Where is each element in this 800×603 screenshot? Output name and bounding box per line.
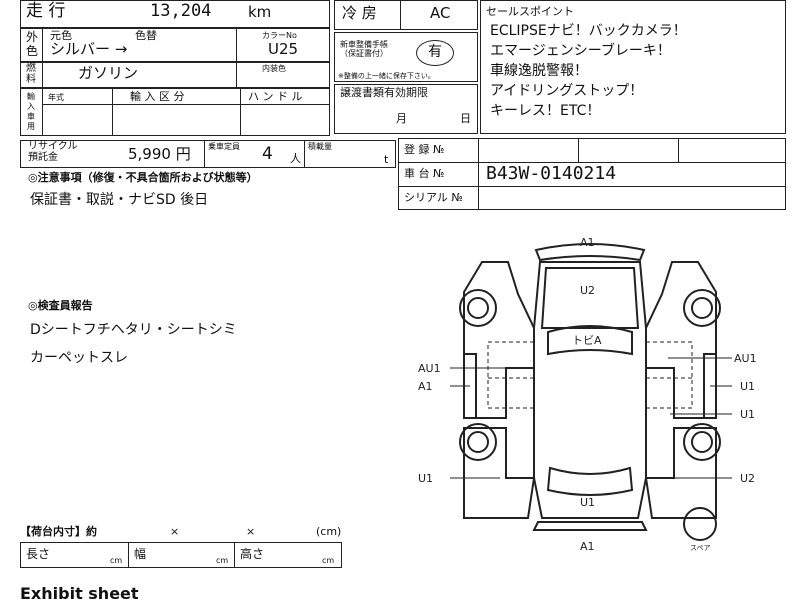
- inspector-line-1: Dシートフチヘタリ・シートシミ: [30, 322, 237, 338]
- label-hood: U2: [580, 284, 595, 297]
- import-row: [20, 88, 330, 136]
- hood-shape: [540, 267, 640, 329]
- mileage-label: 走 行: [26, 1, 66, 21]
- label-right-door-rear: U1: [740, 408, 755, 421]
- label-left-front-upper: AU1: [418, 362, 441, 375]
- load-unit: t: [384, 153, 389, 166]
- import-category-label: 輸 入 区 分: [130, 90, 185, 103]
- label-roof: トビA: [572, 334, 602, 347]
- chassis-value: B43W-0140214: [486, 163, 617, 184]
- transfer-label: 譲渡書類有効期限: [340, 86, 428, 99]
- rear-bumper-shape: [532, 521, 648, 531]
- right-front-panel: [645, 261, 717, 419]
- serial-label: シリアル №: [404, 191, 463, 204]
- sales-point-3: 車線逸脱警報！: [490, 63, 588, 79]
- manual-label: 新車整備手帳 （保証書付）: [340, 40, 388, 58]
- label-left-rear: U1: [418, 472, 433, 485]
- sales-points-box: [480, 0, 786, 134]
- day-label: 日: [460, 112, 471, 125]
- label-spare: スペア: [690, 544, 711, 552]
- manual-box: [334, 32, 478, 82]
- import-label: 輸 入 車 用: [27, 92, 35, 131]
- left-rear-panel: [463, 427, 536, 519]
- recycle-row: [20, 140, 396, 168]
- label-right-door-front: U1: [740, 380, 755, 393]
- sales-points-title: セールスポイント: [486, 5, 574, 18]
- cargo-box: [20, 542, 342, 568]
- label-right-rear: U2: [740, 472, 755, 485]
- left-front-panel: [463, 261, 535, 419]
- body-outline: [533, 261, 647, 519]
- inspector-line-2: カーペットスレ: [30, 350, 128, 366]
- month-label: 月: [396, 112, 407, 125]
- front-bumper-shape: [534, 243, 646, 262]
- capacity-unit: 人: [290, 152, 301, 165]
- label-left-front-lower: A1: [418, 380, 433, 393]
- capacity-label: 乗車定員: [208, 142, 240, 151]
- cargo-width-label: 幅: [134, 547, 147, 561]
- exterior-label: 外 色: [26, 30, 39, 58]
- handle-label: ハ ン ド ル: [248, 90, 303, 103]
- cargo-length-cm: cm: [110, 556, 123, 565]
- cargo-height-label: 高さ: [240, 547, 265, 561]
- fuel-row: [20, 62, 330, 88]
- year-label: 年式: [48, 93, 64, 102]
- reg-label: 登 録 №: [404, 143, 445, 156]
- interior-color-label: 内装色: [262, 64, 286, 73]
- inspector-heading: ◎検査員報告: [28, 299, 93, 312]
- left-rear-wheel: [459, 423, 497, 461]
- mileage-unit: km: [248, 3, 272, 21]
- cargo-heading: 【荷台内寸】約: [20, 525, 97, 538]
- capacity-value: 4: [262, 144, 273, 164]
- chassis-label: 車 台 №: [404, 167, 445, 180]
- exterior-color-row: [20, 28, 330, 62]
- left-front-wheel: [459, 289, 497, 327]
- cargo-width-cm: cm: [216, 556, 229, 565]
- manual-value: 有: [416, 40, 454, 66]
- mileage-row: [20, 0, 330, 28]
- original-color-label: 元色: [50, 29, 72, 42]
- sales-point-2: エマージェンシーブレーキ！: [490, 43, 671, 59]
- cargo-times-2: ×: [246, 525, 256, 538]
- label-front-top: A1: [580, 236, 595, 249]
- notes-heading: ◎注意事項（修復・不具合箇所および状態等）: [28, 171, 258, 184]
- windshield-shape: [547, 325, 633, 356]
- label-right-front-upper: AU1: [734, 352, 757, 365]
- label-trunk: U1: [580, 496, 595, 509]
- right-front-wheel: [683, 289, 721, 327]
- rear-window-shape: [546, 466, 634, 496]
- cargo-unit: (cm): [316, 525, 342, 538]
- color-no-value: U25: [268, 40, 299, 58]
- spare-tire: [683, 507, 717, 541]
- registration-box: [398, 138, 786, 210]
- sales-point-4: アイドリングストップ！: [490, 83, 644, 99]
- sales-point-1: ECLIPSEナビ！バックカメラ！: [490, 23, 687, 39]
- ac-label: 冷 房: [342, 4, 377, 22]
- right-rear-wheel: [683, 423, 721, 461]
- mileage-value: 13,204: [150, 1, 212, 21]
- cargo-length-label: 長さ: [26, 547, 51, 561]
- recycle-value: 5,990 円: [128, 145, 191, 163]
- color-no-label: カラーNo: [262, 31, 297, 40]
- label-rear-bottom: A1: [580, 540, 595, 553]
- ac-value: AC: [430, 4, 451, 22]
- ac-row: [334, 0, 478, 30]
- transfer-doc-box: [334, 84, 478, 134]
- manual-note: ※整備の上一緒に保存下さい。: [338, 72, 435, 80]
- fuel-value: ガソリン: [78, 64, 139, 82]
- car-damage-diagram: A1 U2 トビA AU1 A1 AU1 U1 U1 U1 U2 U1 A1 ス…: [418, 236, 757, 553]
- fuel-label: 燃 料: [26, 63, 36, 85]
- cargo-height-cm: cm: [322, 556, 335, 565]
- cargo-times-1: ×: [170, 525, 180, 538]
- right-door-outline: [645, 341, 693, 409]
- exhibit-sheet-title: Exhibit sheet: [20, 584, 139, 603]
- sales-point-5: キーレス！ETC！: [490, 103, 601, 119]
- recycle-label: リサイクル 預託金: [28, 141, 78, 163]
- exterior-color-value: シルバー →: [50, 40, 128, 58]
- load-label: 積載量: [308, 142, 332, 151]
- left-door-outline: [487, 341, 535, 409]
- color-change-label: 色替: [135, 29, 157, 42]
- notes-text: 保証書・取説・ナビSD 後日: [30, 192, 209, 208]
- right-rear-panel: [644, 427, 717, 519]
